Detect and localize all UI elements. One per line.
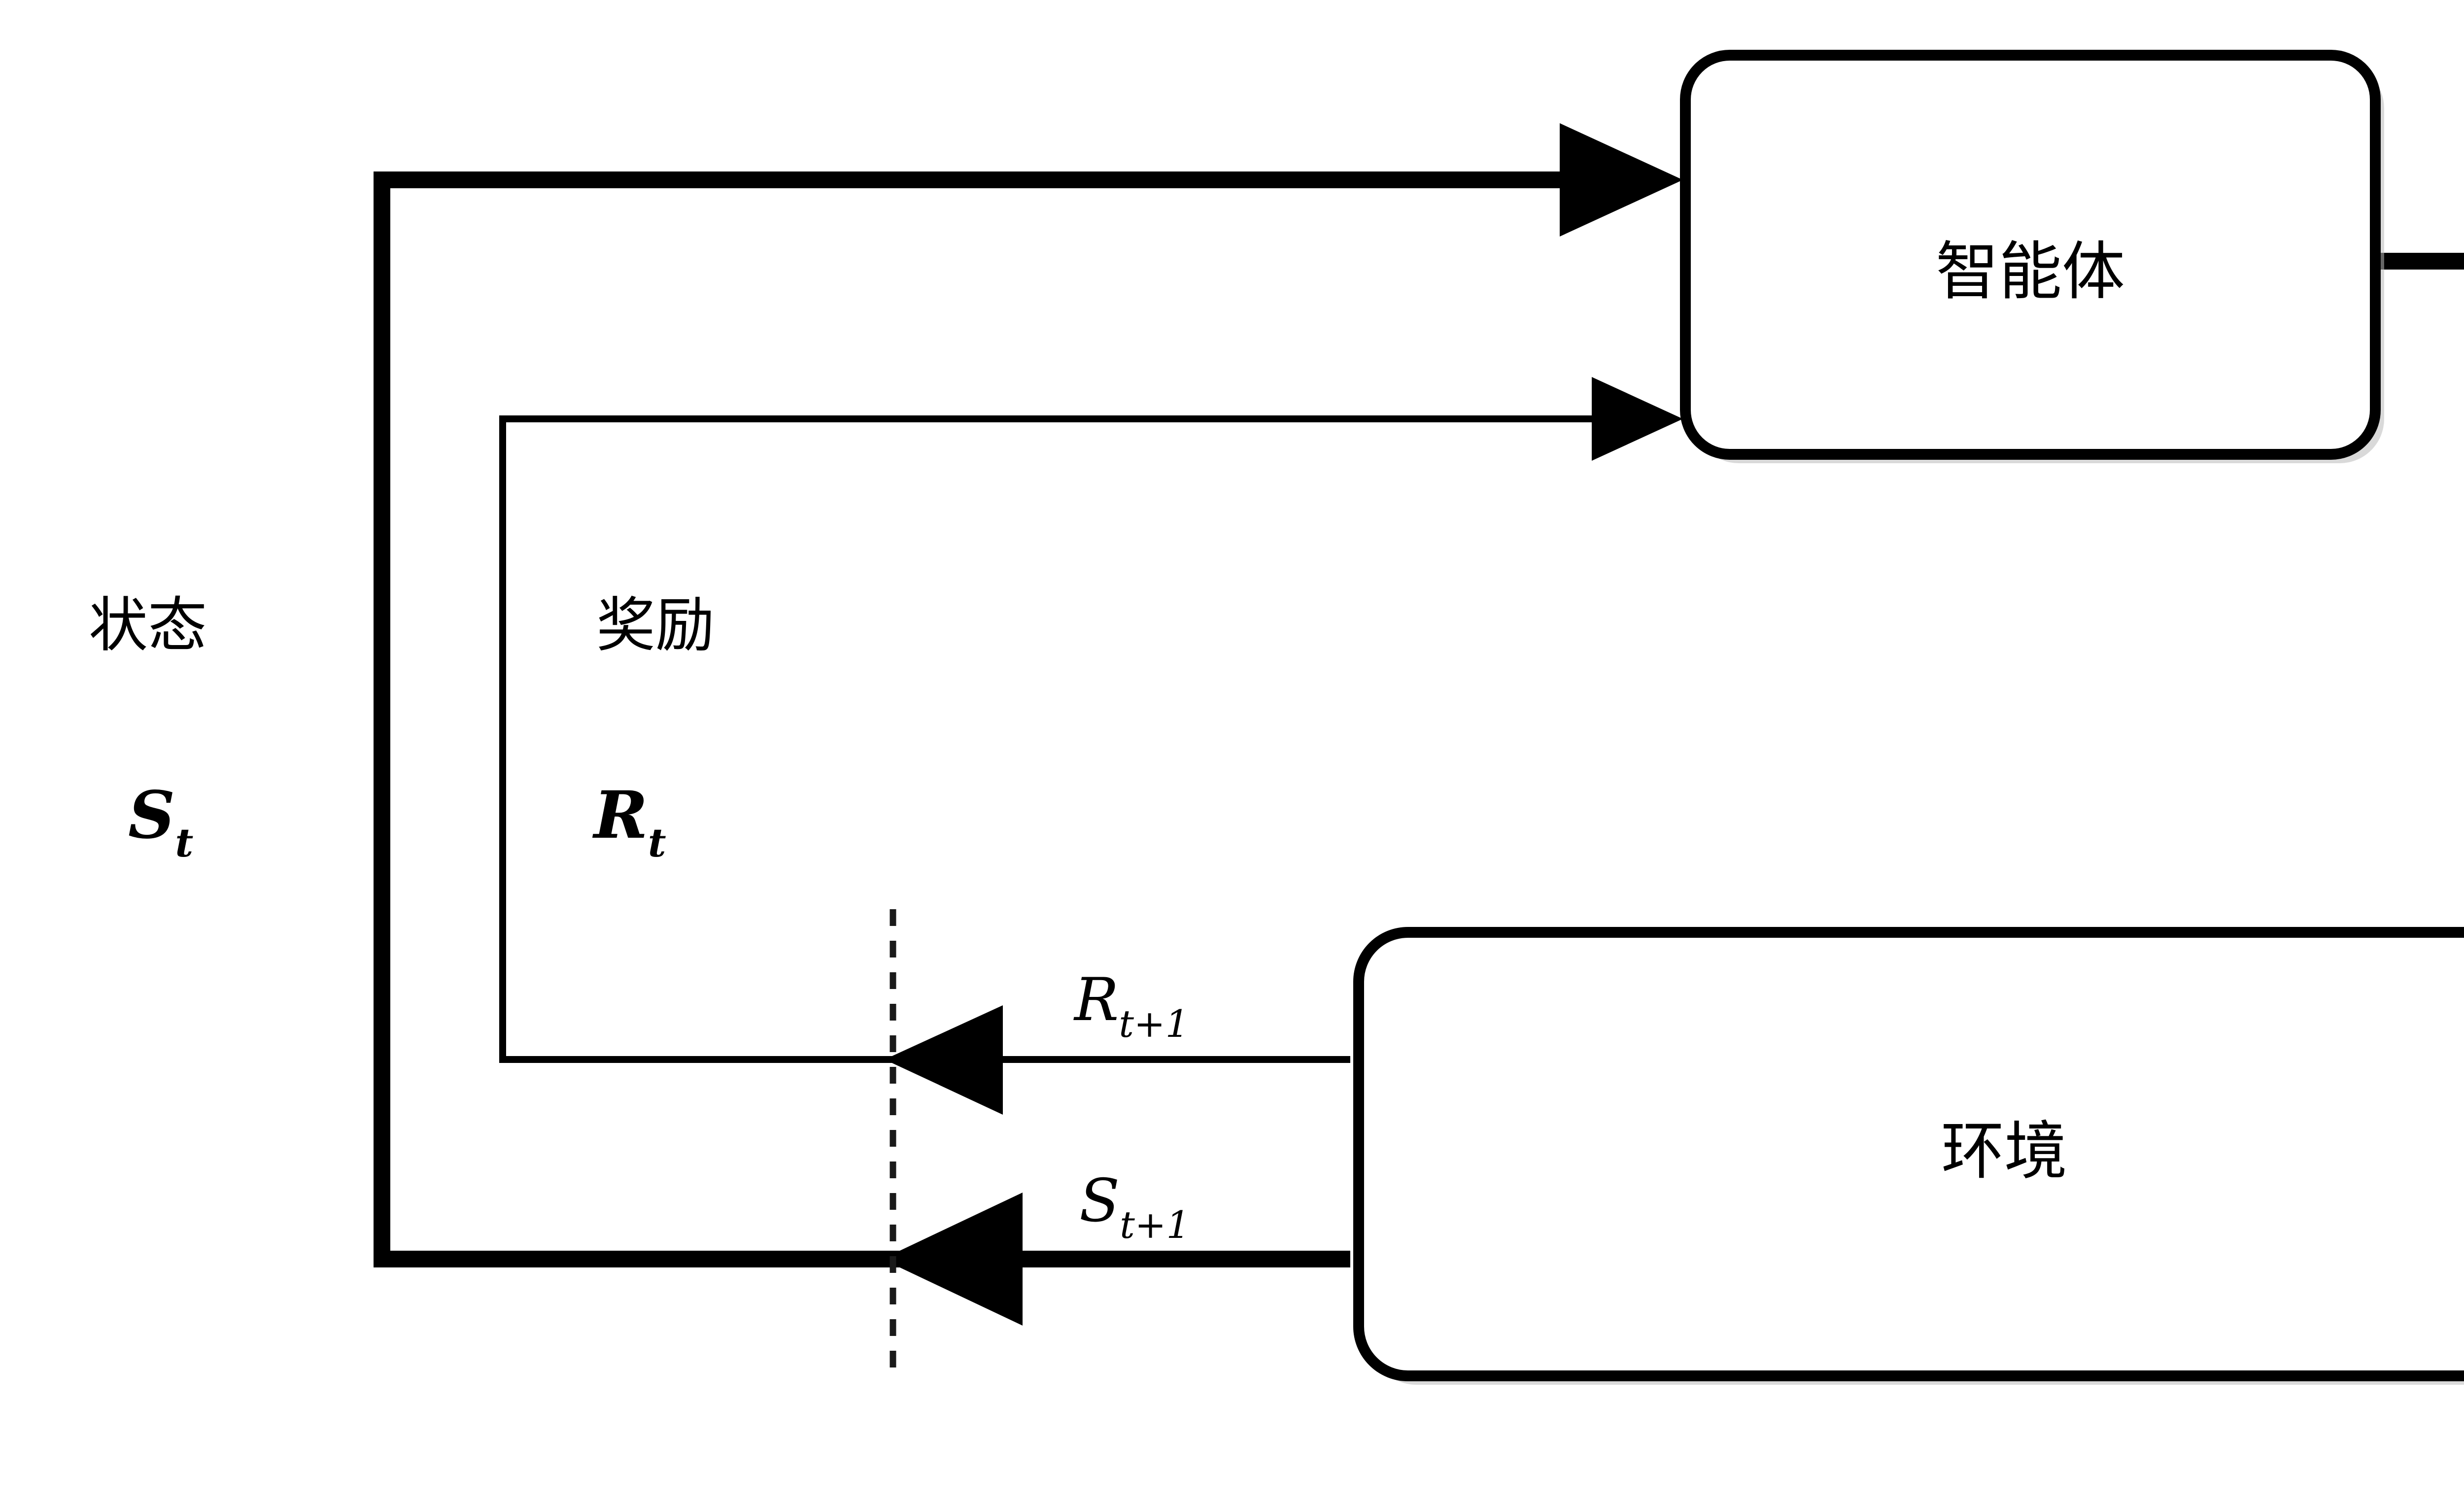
edge-state-next-arrowhead [882,1193,1023,1326]
label-reward-symbol-subscript: t [648,820,666,866]
label-state-symbol-main: S [128,777,175,854]
label-state-next-subscript: t+1 [1120,1203,1190,1247]
label-reward-next-subscript: t+1 [1119,1002,1189,1046]
node-environment-label: 环境 [1941,1115,2067,1188]
label-state-next-symbol: S [1079,1167,1120,1235]
label-state-next: St+1 [1079,1167,1190,1247]
label-state-symbol: St [128,777,193,866]
node-environment[interactable]: 环境 [1353,927,2464,1385]
label-reward-next-symbol: R [1073,966,1119,1034]
label-state-symbol-subscript: t [175,820,193,866]
label-reward-symbol-main: R [592,777,648,854]
edge-reward-feedback [499,377,1683,1115]
node-agent-label: 智能体 [1936,235,2125,308]
label-reward-symbol: Rt [592,777,666,866]
node-agent[interactable]: 智能体 [1680,50,2384,463]
label-reward-next: Rt+1 [1073,966,1189,1046]
node-environment-box[interactable] [1353,927,2464,1381]
label-state: 状态 St [89,591,207,866]
label-reward-title: 奖励 [596,591,715,660]
node-agent-box[interactable] [1680,50,2381,460]
edge-state-feedback [374,123,1683,1326]
edge-reward-feedback-arrowhead [1592,377,1683,461]
edge-state-feedback-arrowhead [1560,123,1683,237]
label-reward: 奖励 Rt [592,591,715,866]
edge-reward-next-arrowhead [885,1005,1003,1115]
label-state-title: 状态 [89,591,207,660]
edge-state-feedback-line [374,171,1621,1267]
